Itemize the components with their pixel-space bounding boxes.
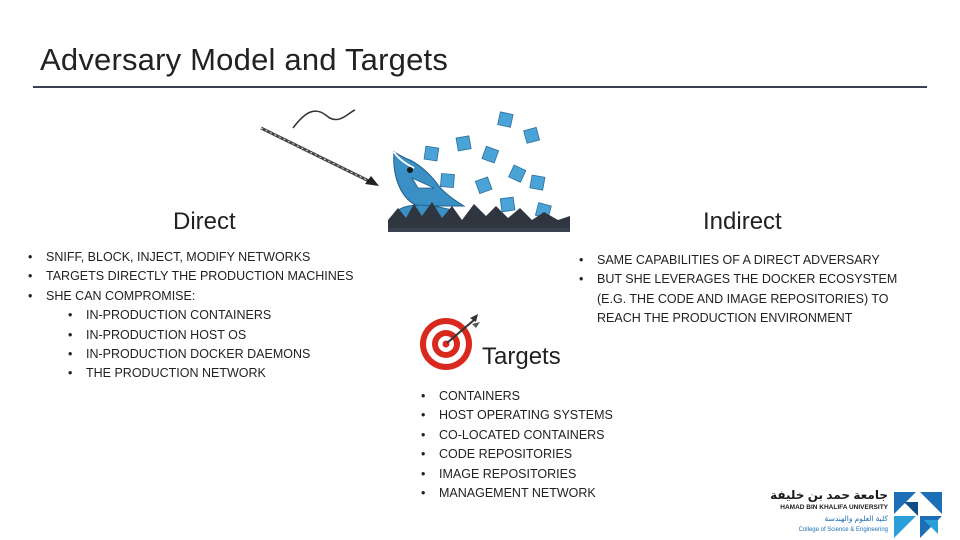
list-item: CODE REPOSITORIES — [421, 445, 613, 465]
logo-english-college: College of Science & Engineering — [798, 527, 888, 533]
list-item: MANAGEMENT NETWORK — [421, 484, 613, 504]
list-item: REACH THE PRODUCTION ENVIRONMENT — [597, 311, 853, 326]
direct-heading: Direct — [173, 208, 236, 235]
list-item: IN-PRODUCTION DOCKER DAEMONS — [28, 345, 353, 365]
targets-heading: Targets — [482, 343, 561, 370]
list-item: (E.G. THE CODE AND IMAGE REPOSITORIES) T… — [597, 291, 889, 306]
list-item: TARGETS DIRECTLY THE PRODUCTION MACHINES — [28, 267, 353, 287]
university-logo: جامعة حمد بن خليفة HAMAD BIN KHALIFA UNI… — [770, 488, 952, 538]
docker-whale-icon — [388, 111, 570, 232]
indirect-heading: Indirect — [703, 208, 782, 235]
list-item: CONTAINERS — [421, 387, 613, 407]
arrow-icon — [260, 109, 379, 186]
university-logo-icon — [894, 492, 942, 538]
list-item: SAME CAPABILITIES OF A DIRECT ADVERSARY — [579, 251, 897, 271]
list-item: IN-PRODUCTION CONTAINERS — [28, 306, 353, 326]
indirect-list: SAME CAPABILITIES OF A DIRECT ADVERSARY … — [579, 251, 897, 329]
logo-arabic-college: كلية العلوم والهندسة — [824, 514, 888, 523]
list-item: IN-PRODUCTION HOST OS — [28, 326, 353, 346]
targets-list: CONTAINERS HOST OPERATING SYSTEMS CO-LOC… — [421, 387, 613, 504]
list-item: SHE CAN COMPROMISE: — [28, 287, 353, 307]
list-item: IMAGE REPOSITORIES — [421, 465, 613, 485]
logo-english-name: HAMAD BIN KHALIFA UNIVERSITY — [780, 504, 888, 511]
slide-title: Adversary Model and Targets — [40, 42, 449, 77]
target-icon — [420, 314, 480, 370]
list-item: BUT SHE LEVERAGES THE DOCKER ECOSYSTEM — [579, 270, 897, 290]
list-item: CO-LOCATED CONTAINERS — [421, 426, 613, 446]
logo-arabic-name: جامعة حمد بن خليفة — [770, 488, 888, 502]
title-divider — [33, 86, 927, 88]
direct-list: SNIFF, BLOCK, INJECT, MODIFY NETWORKS TA… — [28, 248, 353, 384]
list-item: HOST OPERATING SYSTEMS — [421, 406, 613, 426]
list-item: SNIFF, BLOCK, INJECT, MODIFY NETWORKS — [28, 248, 353, 268]
list-item: THE PRODUCTION NETWORK — [28, 364, 353, 384]
